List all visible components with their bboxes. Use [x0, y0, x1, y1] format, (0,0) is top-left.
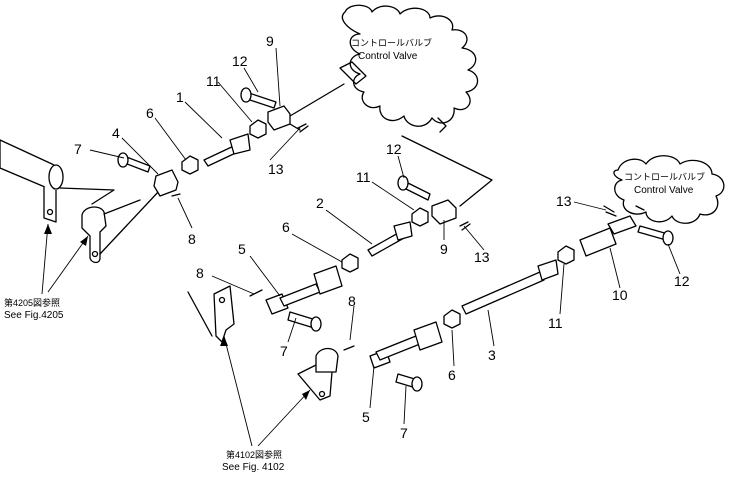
callout-4: 4 [112, 125, 120, 141]
reference-arrowheads [44, 224, 310, 400]
lever-arm-left [0, 139, 141, 264]
control-valve-top: コントロールバルブ Control Valve [339, 4, 479, 133]
ref-4205-en: See Fig.4205 [4, 310, 64, 321]
callout-8: 8 [196, 265, 204, 281]
callout-9: 9 [440, 241, 448, 257]
callout-numbers: 7 4 6 1 11 12 9 13 8 2 6 11 12 9 13 5 8 … [74, 33, 690, 441]
lower-bracket [297, 345, 423, 401]
callout-11: 11 [548, 315, 563, 331]
callout-11: 11 [206, 73, 221, 89]
callout-3: 3 [488, 347, 496, 363]
control-valve-right: コントロールバルブ Control Valve [613, 155, 725, 224]
callout-8: 8 [348, 293, 356, 309]
valve-label-jp-top: コントロールバルブ [351, 37, 432, 48]
callout-12: 12 [674, 273, 690, 289]
lower-left-assembly [187, 265, 343, 343]
callout-2: 2 [316, 195, 324, 211]
callout-6: 6 [146, 105, 154, 121]
callout-7: 7 [74, 141, 82, 157]
callout-12: 12 [386, 141, 402, 157]
callout-11: 11 [356, 169, 371, 185]
reference-labels: 第4205図参照 See Fig.4205 第4102図参照 See Fig. … [4, 297, 285, 473]
callout-13: 13 [474, 249, 490, 265]
callout-7: 7 [280, 343, 288, 359]
callout-5: 5 [238, 241, 246, 257]
callout-9: 9 [266, 33, 274, 49]
callout-1: 1 [176, 89, 184, 105]
callout-6: 6 [282, 219, 290, 235]
valve-label-jp-right: コントロールバルブ [624, 171, 705, 182]
leader-lines [41, 47, 681, 447]
lower-rod-assembly [369, 205, 674, 369]
callout-10: 10 [612, 287, 628, 303]
callout-5: 5 [362, 409, 370, 425]
ref-4205-jp: 第4205図参照 [4, 297, 60, 308]
callout-13: 13 [556, 193, 572, 209]
ref-4102-jp: 第4102図参照 [226, 449, 282, 460]
callout-7: 7 [400, 425, 408, 441]
ref-4102-en: See Fig. 4102 [222, 462, 285, 473]
valve-label-en-top: Control Valve [358, 51, 418, 62]
callout-8: 8 [188, 231, 196, 247]
callout-12: 12 [232, 53, 248, 69]
valve-label-en-right: Control Valve [634, 185, 694, 196]
callout-13: 13 [268, 161, 284, 177]
upper-rod-assembly [99, 83, 345, 255]
callout-6: 6 [448, 367, 456, 383]
middle-rod-assembly [341, 135, 493, 273]
